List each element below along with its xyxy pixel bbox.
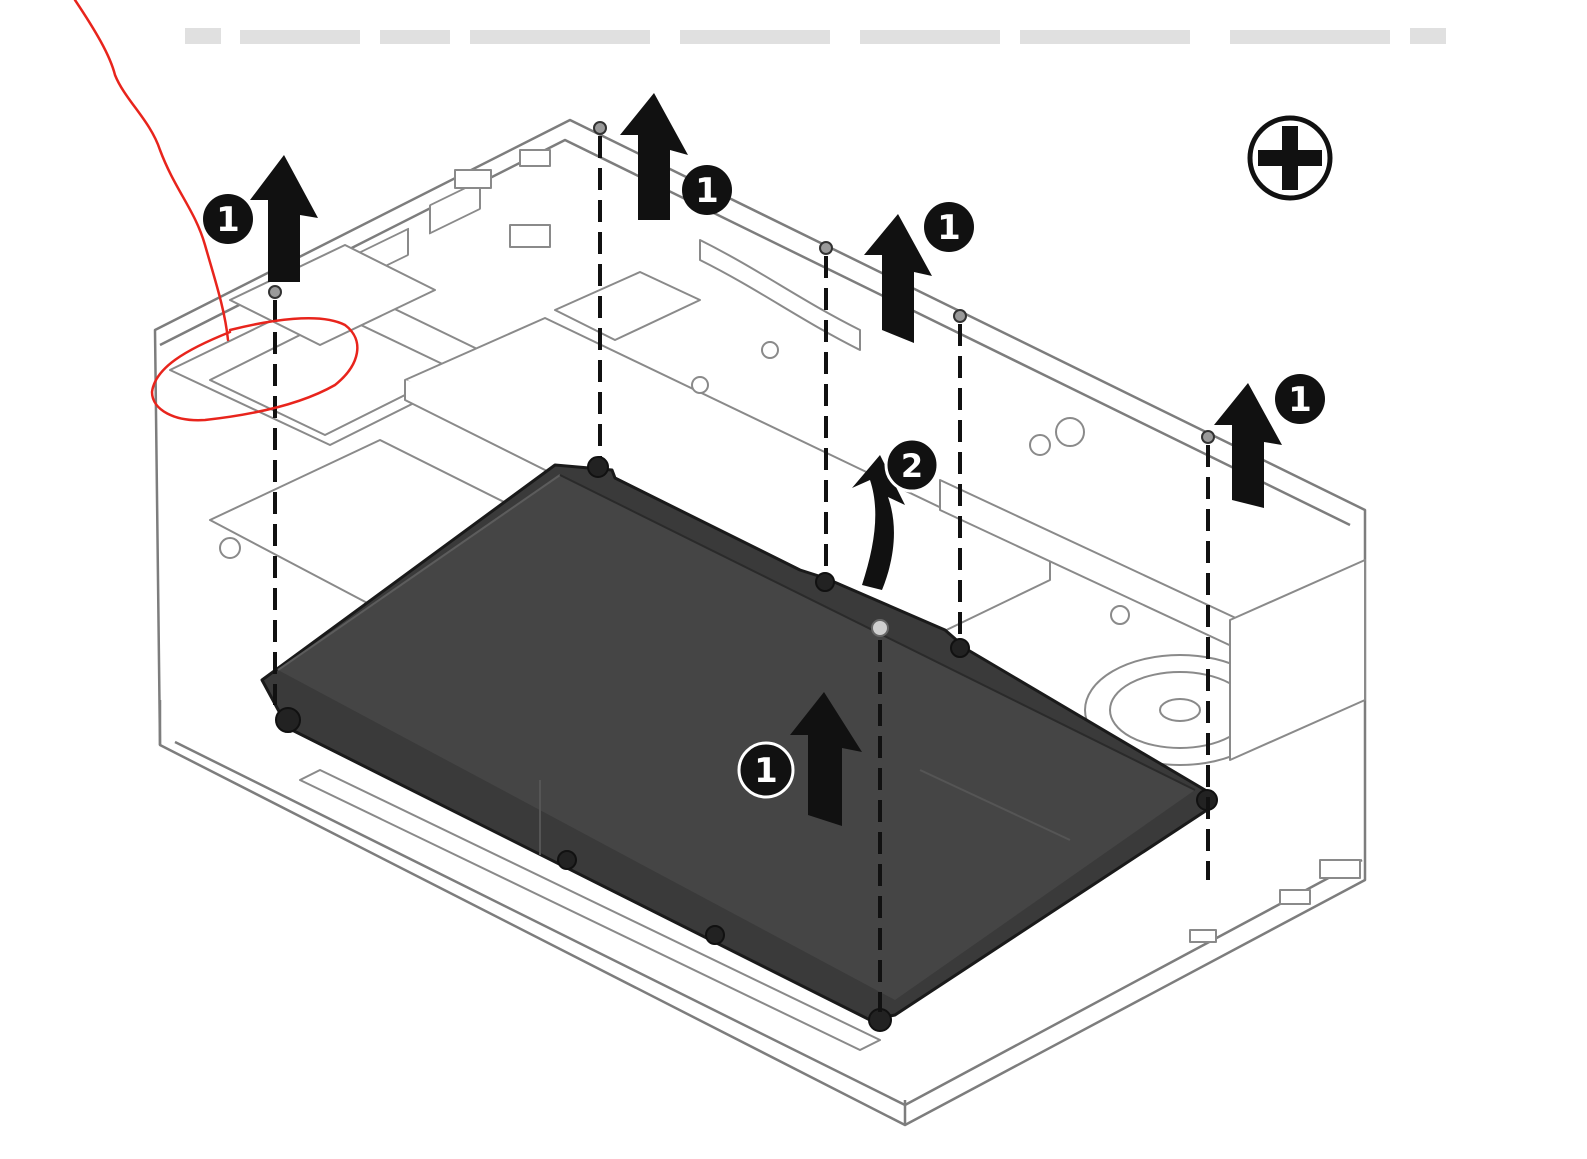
battery-pack [260, 456, 1218, 1032]
svg-text:1: 1 [937, 208, 961, 248]
arrow-up-icon [1214, 383, 1282, 508]
screws [268, 121, 1215, 444]
red-annotation [73, 0, 359, 422]
step-callouts: 1 1 1 1 1 2 [203, 165, 1325, 799]
arrow-up-icon [790, 692, 862, 826]
phillips-screwdriver-icon [1247, 115, 1333, 201]
step-badge: 1 [682, 165, 732, 215]
svg-text:2: 2 [901, 447, 923, 485]
annotation-circle [150, 316, 359, 422]
top-caption-fragment [185, 28, 1446, 44]
step-badge: 2 [884, 437, 940, 493]
svg-text:1: 1 [1288, 380, 1312, 420]
screw-guide-lines [273, 136, 1210, 1012]
arrow-up-icon [620, 93, 688, 220]
svg-text:1: 1 [216, 200, 240, 240]
arrow-up-icon [864, 214, 932, 343]
svg-text:1: 1 [695, 171, 719, 211]
step-badge: 1 [737, 741, 795, 799]
lift-arrows [250, 93, 1282, 826]
step-badge: 1 [924, 202, 974, 252]
step-badge: 1 [203, 194, 253, 244]
arrow-up-icon [250, 155, 318, 282]
step-badge: 1 [1275, 374, 1325, 424]
annotation-pointer-line [73, 0, 230, 342]
svg-text:1: 1 [754, 751, 778, 791]
curved-arrow-icon [852, 455, 905, 590]
